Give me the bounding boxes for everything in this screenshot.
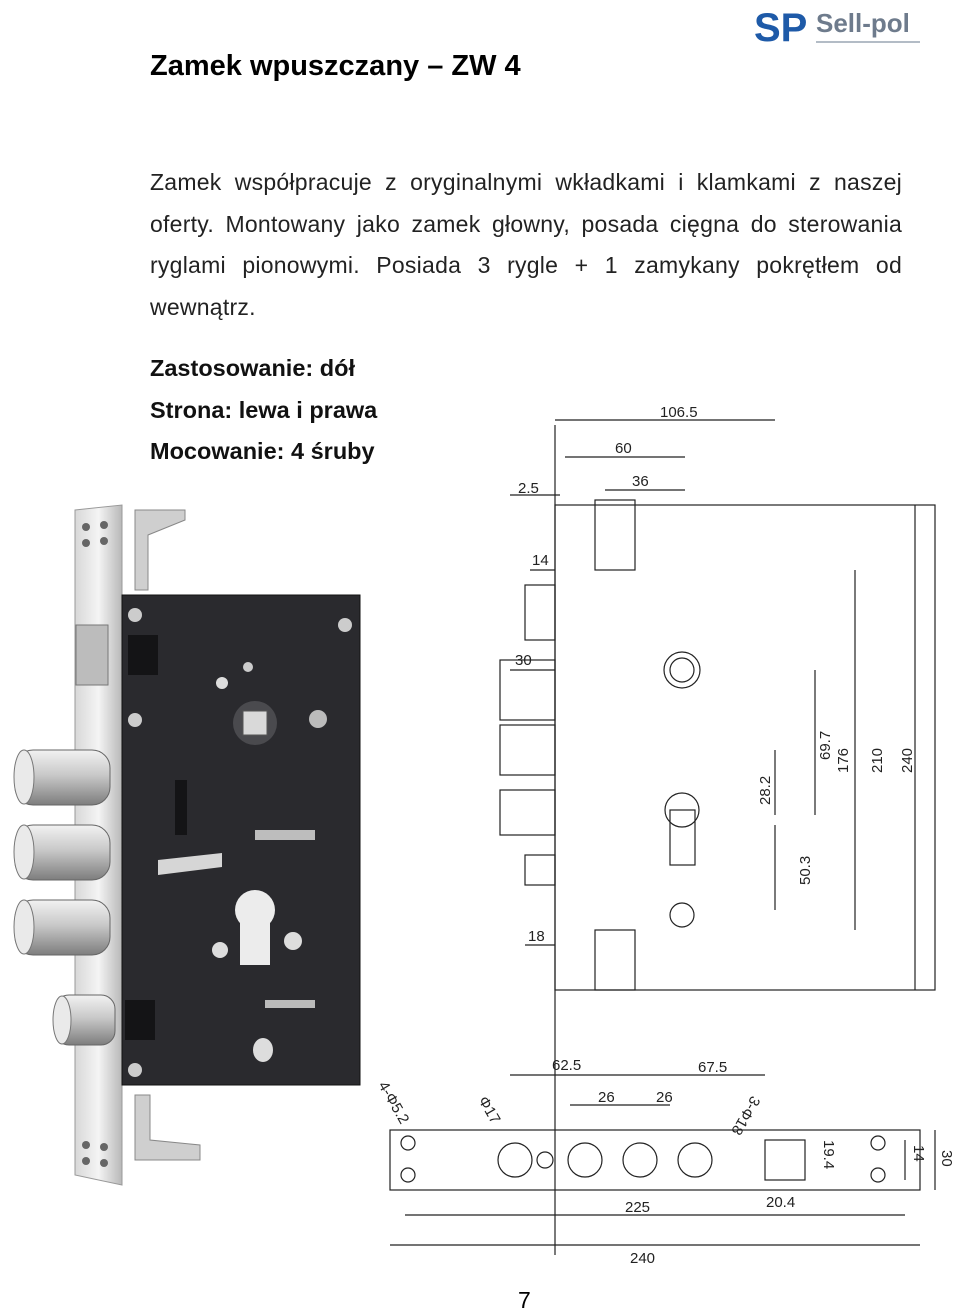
lock-photo: [13, 504, 361, 1186]
dim-phi17: Φ17: [475, 1094, 504, 1127]
dim-26-a: 26: [598, 1089, 615, 1106]
technical-drawing: 106.5 60 36 2.5 14 30 18 69.7 28.2 50.3 …: [375, 404, 955, 1267]
dim-19-4: 19.4: [820, 1140, 837, 1169]
dim-30: 30: [515, 652, 532, 669]
dim-69-7: 69.7: [817, 731, 834, 760]
dim-225: 225: [625, 1199, 650, 1216]
dim-2-5: 2.5: [518, 480, 539, 497]
dim-28-2: 28.2: [757, 776, 774, 805]
page-title: Zamek wpuszczany – ZW 4: [150, 50, 521, 82]
logo-symbol: SP: [754, 6, 807, 50]
dim-20-4: 20.4: [766, 1194, 795, 1211]
dim-36: 36: [632, 473, 649, 490]
dim-26-b: 26: [656, 1089, 673, 1106]
spec-application: Zastosowanie: dół: [150, 355, 355, 381]
sell-pol-logo: SP Sell-pol: [754, 6, 920, 50]
dim-67-5: 67.5: [698, 1059, 727, 1076]
spec-side: Strona: lewa i prawa: [150, 397, 378, 423]
dim-106-5: 106.5: [660, 404, 698, 421]
logo-text: Sell-pol: [816, 8, 910, 38]
description-paragraph: Zamek współpracuje z oryginalnymi wkładk…: [150, 169, 902, 320]
dim-240-front: 240: [630, 1250, 655, 1267]
dim-176: 176: [835, 748, 852, 773]
dim-50-3: 50.3: [797, 856, 814, 885]
dim-18: 18: [528, 928, 545, 945]
dim-62-5: 62.5: [552, 1057, 581, 1074]
dim-240-side: 240: [899, 748, 916, 773]
dim-14: 14: [532, 552, 549, 569]
dim-30-front: 30: [938, 1150, 955, 1167]
dim-60: 60: [615, 440, 632, 457]
dim-3-phi18: 3-Φ18: [728, 1093, 764, 1138]
page-number: 7: [518, 1287, 531, 1313]
spec-mounting: Mocowanie: 4 śruby: [150, 438, 375, 464]
dim-14-front: 14: [910, 1145, 927, 1162]
dim-4-phi5-2: 4-Φ5.2: [375, 1079, 413, 1127]
dim-210: 210: [869, 748, 886, 773]
